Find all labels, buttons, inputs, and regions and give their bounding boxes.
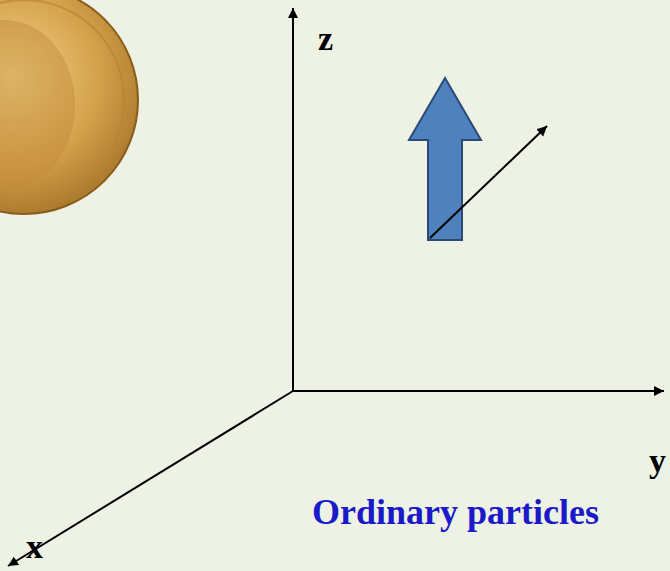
axis-label: x (26, 530, 43, 564)
axis-label: z (318, 22, 333, 56)
moment-arrow (430, 126, 547, 238)
spin-block-arrow (409, 78, 481, 240)
coordinate-axes (8, 8, 664, 566)
axis-label: y (649, 444, 666, 478)
caption-text: Ordinary particles (312, 494, 599, 530)
nobel-medal (0, 0, 138, 214)
